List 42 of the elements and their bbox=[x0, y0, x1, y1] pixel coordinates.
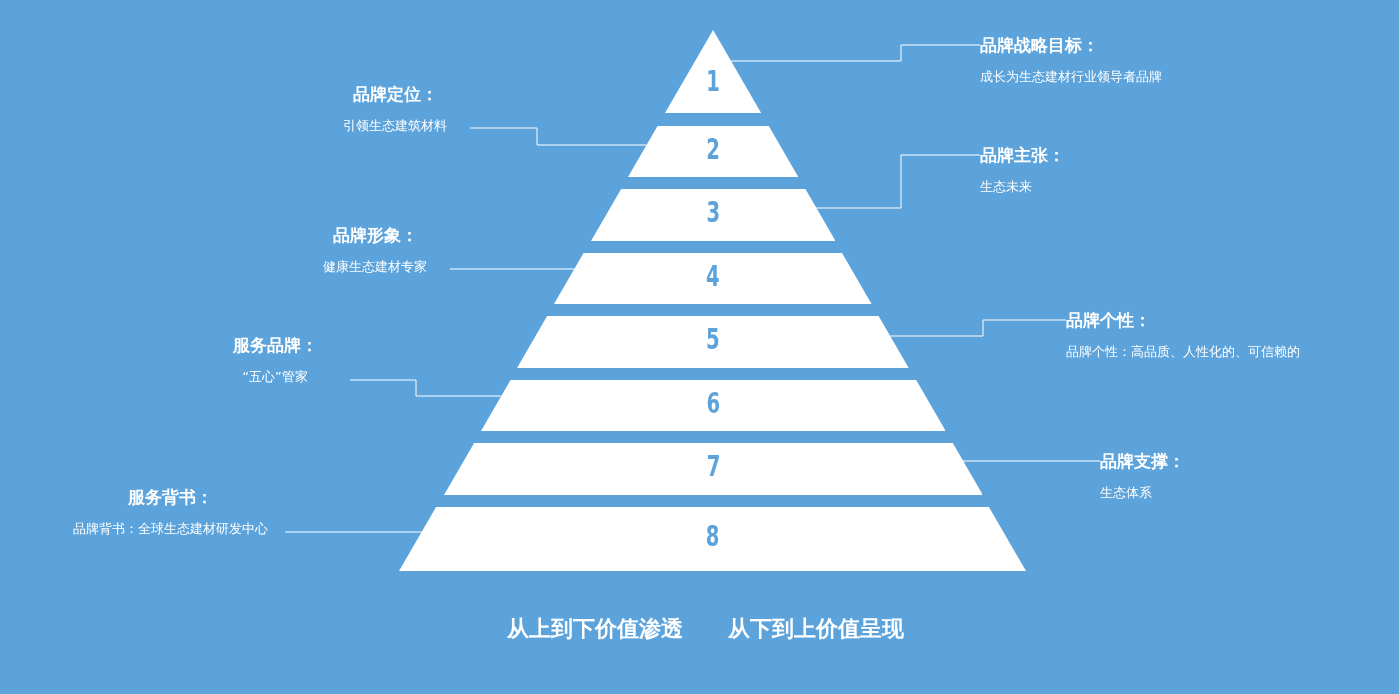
description-text: 生态体系 bbox=[1100, 484, 1153, 502]
leader-line bbox=[815, 154, 981, 209]
pyramid-tier bbox=[399, 507, 1027, 571]
pyramid-tier bbox=[627, 126, 799, 177]
pyramid-tier bbox=[554, 253, 872, 304]
description-text: 生态未来 bbox=[980, 178, 1033, 196]
leader-line bbox=[349, 379, 502, 397]
slogan-text: 从下到上价值呈现 bbox=[728, 615, 904, 643]
leader-line bbox=[469, 127, 647, 146]
tier-number: 6 bbox=[705, 386, 721, 420]
section-heading: 品牌支撑： bbox=[1100, 450, 1186, 473]
tier-number: 7 bbox=[705, 450, 721, 483]
leader-line bbox=[889, 319, 1067, 337]
tier-number: 5 bbox=[705, 323, 721, 356]
pyramid-tier bbox=[517, 316, 909, 368]
description-text: 健康生态建材专家 bbox=[322, 258, 428, 276]
section-heading: 品牌定位： bbox=[351, 83, 439, 106]
section-heading: 品牌形象： bbox=[331, 224, 419, 247]
pyramid-tier bbox=[590, 189, 836, 241]
section-heading: 服务背书： bbox=[126, 486, 214, 509]
leader-line bbox=[449, 268, 575, 270]
description-text: 品牌个性：高品质、人性化的、可信赖的 bbox=[1066, 343, 1301, 361]
section-heading: 品牌个性： bbox=[1066, 309, 1152, 332]
leader-line bbox=[962, 460, 1101, 462]
section-heading: 品牌主张： bbox=[980, 144, 1066, 167]
pyramid-tier bbox=[480, 380, 946, 431]
leader-line bbox=[730, 44, 981, 62]
tier-number: 3 bbox=[705, 196, 721, 229]
tier-number: 2 bbox=[705, 132, 721, 166]
slogan-text: 从上到下价值渗透 bbox=[507, 615, 683, 643]
pyramid-apex-triangle bbox=[664, 30, 762, 113]
description-text: “五心”管家 bbox=[241, 368, 309, 386]
description-text: 引领生态建筑材料 bbox=[342, 117, 448, 135]
leader-line bbox=[284, 531, 423, 533]
tier-number: 4 bbox=[705, 259, 721, 293]
description-text: 成长为生态建材行业领导者品牌 bbox=[980, 68, 1163, 86]
section-heading: 服务品牌： bbox=[231, 334, 319, 357]
description-text: 品牌背书：全球生态建材研发中心 bbox=[71, 520, 269, 538]
section-heading: 品牌战略目标： bbox=[980, 34, 1100, 57]
tier-number: 1 bbox=[705, 64, 721, 98]
pyramid-tier bbox=[443, 443, 983, 495]
tier-number: 8 bbox=[705, 520, 721, 553]
